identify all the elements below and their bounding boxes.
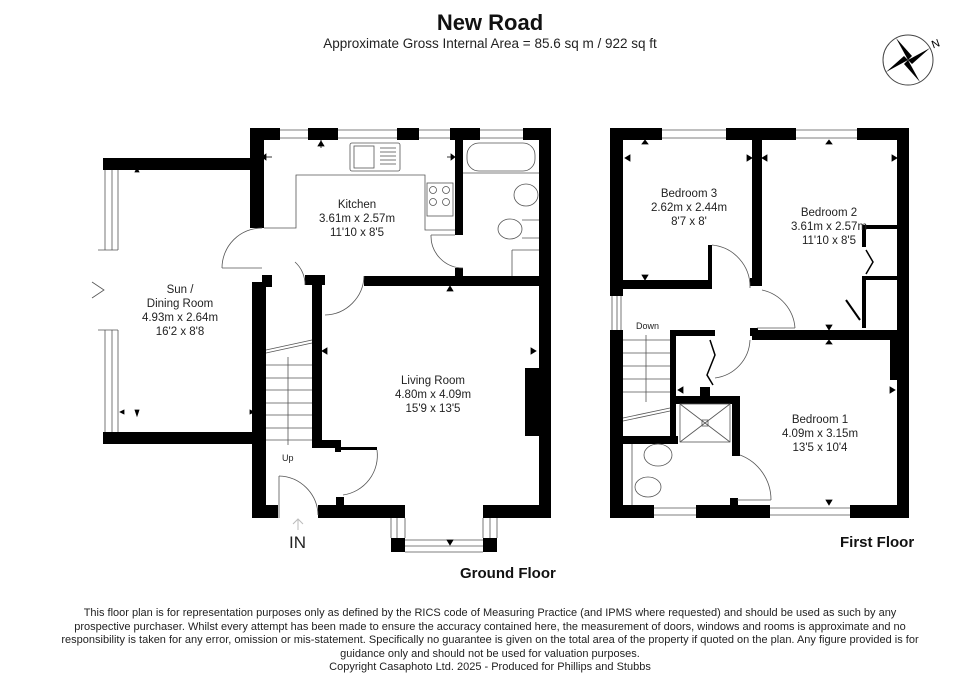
room-imperial: 8'7 x 8' — [671, 216, 707, 228]
room-name: Living Room — [401, 375, 465, 387]
plan-title: New Road — [436, 10, 544, 35]
room-metric: 2.62m x 2.44m — [650, 202, 728, 214]
room-name: Kitchen — [337, 199, 377, 211]
room-imperial: 13'5 x 10'4 — [792, 442, 848, 454]
room-name-line2: Dining Room — [146, 298, 214, 310]
room-metric: 4.80m x 4.09m — [394, 389, 472, 401]
room-imperial: 11'10 x 8'5 — [329, 227, 385, 239]
room-label-kitchen: Kitchen 3.61m x 2.57m 11'10 x 8'5 — [319, 198, 395, 240]
first-floor-walls — [610, 128, 909, 518]
room-metric: 3.61m x 2.57m — [790, 221, 868, 233]
room-label-living-room: Living Room 4.80m x 4.09m 15'9 x 13'5 — [395, 374, 471, 416]
room-name: Bedroom 2 — [800, 207, 858, 219]
gross-area-subtitle: Approximate Gross Internal Area = 85.6 s… — [323, 36, 657, 51]
disclaimer-block: This floor plan is for representation pu… — [60, 607, 920, 675]
svg-text:N: N — [930, 37, 942, 51]
room-metric: 4.09m x 3.15m — [781, 428, 859, 440]
compass-north-icon: N — [882, 34, 942, 86]
room-metric: 4.93m x 2.64m — [141, 312, 219, 324]
room-label-bedroom-2: Bedroom 2 3.61m x 2.57m 11'10 x 8'5 — [791, 206, 867, 248]
room-imperial: 16'2 x 8'8 — [155, 326, 205, 338]
stairs-down-label: Down — [636, 321, 660, 331]
disclaimer-text: This floor plan is for representation pu… — [61, 607, 919, 660]
first-floor-lines — [611, 129, 874, 516]
room-name: Sun / — [166, 284, 194, 296]
stairs-up-label: Up — [282, 453, 294, 463]
room-imperial: 11'10 x 8'5 — [801, 235, 857, 247]
entrance-arrow-icon — [292, 518, 304, 530]
ground-floor-walls — [103, 128, 551, 552]
room-name: Bedroom 3 — [660, 188, 718, 200]
room-metric: 3.61m x 2.57m — [318, 213, 396, 225]
floor-label-first: First Floor — [840, 534, 915, 551]
ground-floor-lines — [91, 129, 539, 553]
room-imperial: 15'9 x 13'5 — [405, 403, 461, 415]
measurement-arrows — [119, 139, 898, 546]
floor-label-ground: Ground Floor — [460, 565, 556, 582]
room-label-bedroom-3: Bedroom 3 2.62m x 2.44m 8'7 x 8' — [651, 187, 727, 229]
room-label-bedroom-1: Bedroom 1 4.09m x 3.15m 13'5 x 10'4 — [782, 413, 858, 455]
room-label-sun-dining-room: Sun / Dining Room 4.93m x 2.64m 16'2 x 8… — [142, 283, 218, 339]
room-name: Bedroom 1 — [791, 414, 849, 426]
copyright-text: Copyright Casaphoto Ltd. 2025 - Produced… — [329, 661, 651, 673]
entrance-label: IN — [289, 533, 306, 552]
